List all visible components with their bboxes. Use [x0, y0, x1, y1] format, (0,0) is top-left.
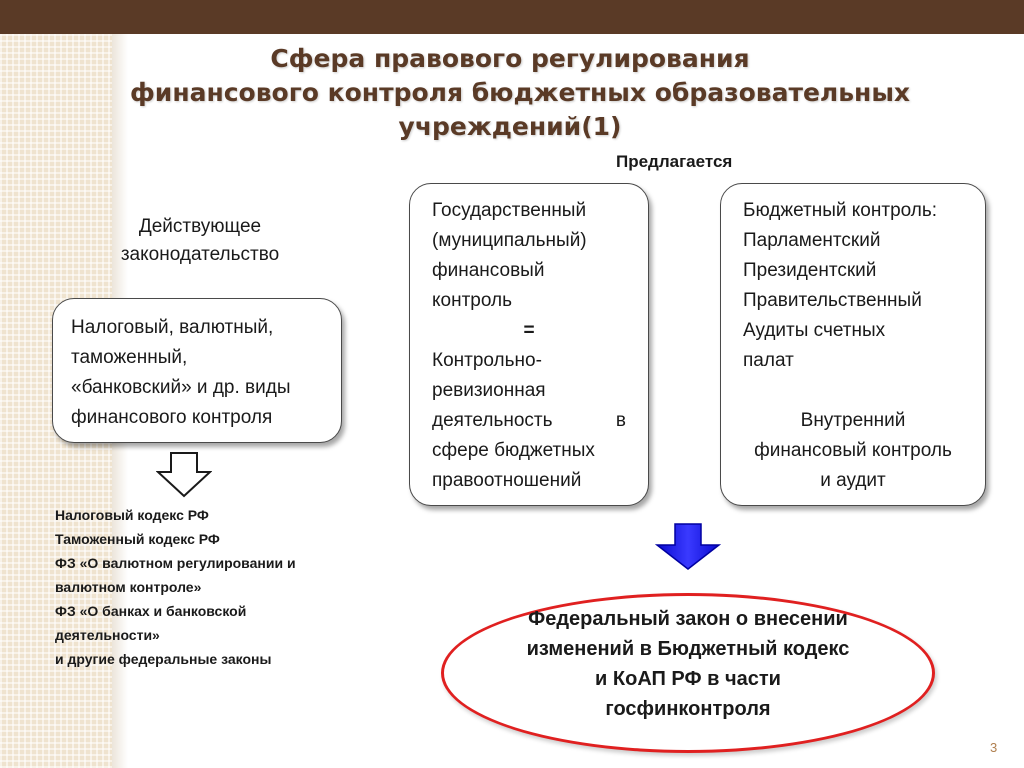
box-line: Государственный: [432, 200, 587, 221]
box-line: финансового контроля: [71, 407, 273, 428]
box-line: и аудит: [820, 470, 886, 491]
box-line: Парламентский: [743, 230, 881, 251]
box-line: ревизионная: [432, 380, 546, 401]
result-line: госфинконтроля: [605, 698, 771, 720]
result-text: Федеральный закон о внесении изменений в…: [441, 604, 935, 724]
box-justified-line: деятельность в: [432, 406, 626, 436]
law-item: ФЗ «О валютном регулировании и: [55, 555, 296, 571]
box-word: в: [615, 410, 626, 431]
box-line: Бюджетный контроль:: [743, 200, 938, 221]
box-line: Контрольно-: [432, 350, 542, 371]
laws-list: Налоговый кодекс РФ Таможенный кодекс РФ…: [55, 503, 355, 671]
box-line: Налоговый, валютный,: [71, 317, 274, 338]
box-line: таможенный,: [71, 347, 188, 368]
box-spacer: [743, 376, 963, 406]
box-line: палат: [743, 350, 794, 371]
result-line: изменений в Бюджетный кодекс: [526, 638, 850, 660]
box-line: контроль: [432, 290, 512, 311]
box-line: сфере бюджетных: [432, 440, 595, 461]
box-line: Внутренний: [800, 410, 906, 431]
box-line: Правительственный: [743, 290, 922, 311]
box-line: правоотношений: [432, 470, 582, 491]
box-line: финансовый: [432, 260, 545, 281]
law-item: ФЗ «О банках и банковской: [55, 603, 247, 619]
law-item: Таможенный кодекс РФ: [55, 531, 220, 547]
title-line-2: финансового контроля бюджетных образоват…: [130, 78, 911, 107]
box-line: (муниципальный): [432, 230, 587, 251]
box-line: «банковский» и др. виды: [71, 377, 291, 398]
current-law-line-2: законодательство: [120, 244, 280, 265]
result-line: и КоАП РФ в части: [595, 668, 781, 690]
title-line-1: Сфера правового регулирования: [270, 44, 750, 73]
slide-title: Сфера правового регулирования финансовог…: [130, 42, 911, 144]
result-ellipse: [441, 593, 935, 753]
result-line: Федеральный закон о внесении: [528, 608, 848, 630]
page-number: 3: [990, 740, 998, 755]
law-item: валютном контроле»: [55, 579, 202, 595]
equals-sign: =: [523, 320, 535, 341]
budget-control-box: Бюджетный контроль: Парламентский Презид…: [720, 183, 986, 506]
current-control-types-box: Налоговый, валютный, таможенный, «банков…: [52, 298, 342, 443]
box-word: деятельность: [432, 410, 553, 431]
top-bar: [0, 0, 1024, 34]
title-line-3: учреждений(1): [398, 112, 622, 141]
box-line: Президентский: [743, 260, 877, 281]
law-item: и другие федеральные законы: [55, 651, 272, 667]
proposed-label: Предлагается: [616, 152, 733, 171]
blue-down-arrow-icon: [655, 523, 721, 570]
outline-down-arrow-icon: [156, 452, 212, 498]
state-financial-control-box: Государственный (муниципальный) финансов…: [409, 183, 649, 506]
law-item: деятельности»: [55, 627, 160, 643]
box-line: Аудиты счетных: [743, 320, 886, 341]
current-law-line-1: Действующее: [138, 216, 262, 237]
current-law-label: Действующее законодательство: [100, 213, 300, 269]
law-item: Налоговый кодекс РФ: [55, 507, 209, 523]
box-line: финансовый контроль: [754, 440, 952, 461]
